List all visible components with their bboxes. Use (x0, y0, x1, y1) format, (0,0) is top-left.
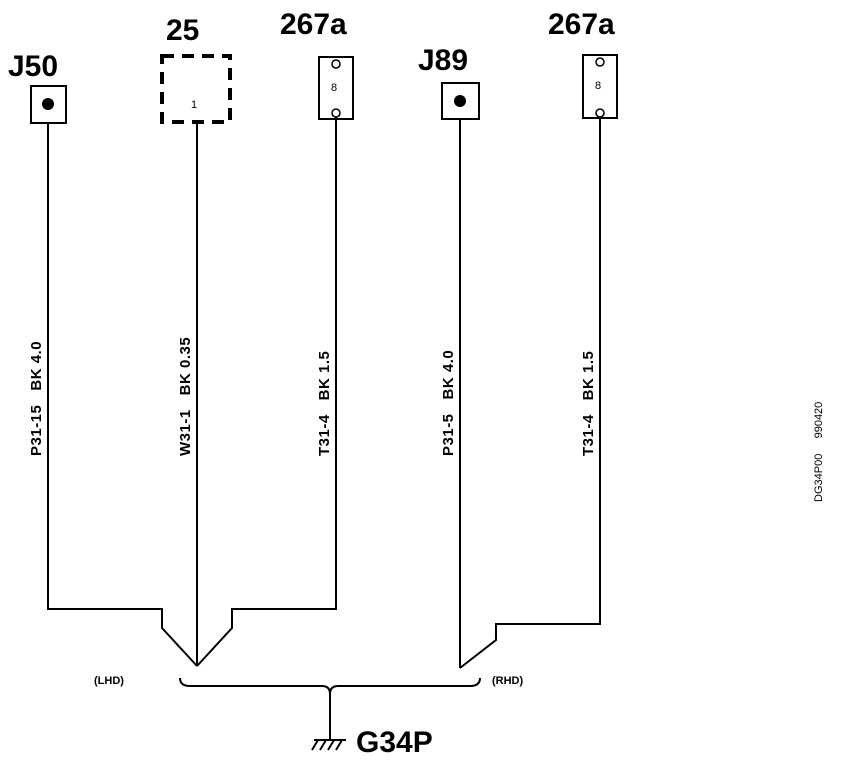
wire-label-t31-4-left: T31-4 BK 1.5 (316, 351, 333, 456)
c267a-right-pin: 8 (595, 80, 601, 92)
ground-label: G34P (356, 726, 433, 759)
lhd-label: (LHD) (94, 675, 124, 687)
wire-t31-4-left (196, 117, 337, 667)
c267a-left-hole-bottom (331, 108, 341, 118)
c25-pin: 1 (191, 99, 197, 111)
connector-25: 25 1 (160, 14, 232, 124)
c267a-left-hole-top (331, 59, 341, 69)
connector-267a-right: 267a 8 (548, 8, 618, 119)
connector-267a-left: 267a 8 (280, 8, 354, 120)
wire-label-p31-5: P31-5 BK 4.0 (440, 350, 457, 456)
wire-p31-15 (47, 123, 198, 667)
c267a-right-label: 267a (548, 8, 615, 41)
j50-pin-dot (42, 98, 54, 110)
wire-label-t31-4-right: T31-4 BK 1.5 (580, 351, 597, 456)
c25-label: 25 (166, 14, 199, 47)
wire-label-w31-1: W31-1 BK 0.35 (177, 337, 194, 456)
j89-pin-dot (454, 95, 466, 107)
rhd-label: (RHD) (492, 675, 523, 687)
c267a-right-hole-top (595, 57, 605, 67)
c267a-left-label: 267a (280, 8, 347, 41)
group-brace (179, 677, 481, 695)
c267a-right-hole-bottom (595, 108, 605, 118)
j50-label: J50 (8, 50, 58, 83)
wire-t31-4-right (459, 117, 601, 669)
connector-j89: J89 (418, 44, 480, 120)
wire-label-p31-15: P31-15 BK 4.0 (28, 341, 45, 456)
c25-box (160, 54, 232, 124)
ground-icon (311, 739, 346, 751)
connector-j50: J50 (8, 50, 67, 124)
j89-label: J89 (418, 44, 468, 77)
c267a-left-pin: 8 (331, 82, 337, 94)
diagram-code: DG34P00 990420 (813, 402, 825, 502)
